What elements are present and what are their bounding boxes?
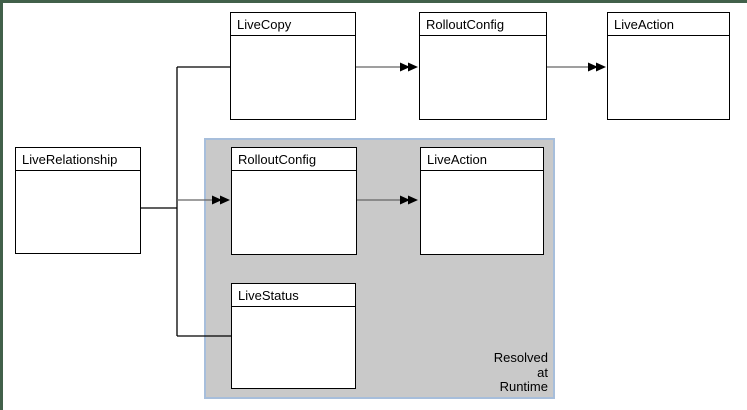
class-box-livestatus: LiveStatus [231,283,356,389]
window-border-top [0,0,747,3]
class-box-liveaction-runtime-body [421,171,543,254]
class-box-liverelationship: LiveRelationship [15,147,141,254]
arrow-livecopy-to-rolloutconfig [356,62,418,72]
class-box-livestatus-body [232,307,355,388]
class-box-rolloutconfig-runtime: RolloutConfig [231,147,357,255]
class-box-rolloutconfig-top-body [420,36,546,119]
class-box-livecopy-title: LiveCopy [231,13,355,36]
class-box-liveaction-runtime: LiveAction [420,147,544,255]
arrow-rolloutconfig-to-liveaction-top [547,62,606,72]
resolved-at-runtime-caption: Resolved at Runtime [493,350,548,394]
class-box-rolloutconfig-top-title: RolloutConfig [420,13,546,36]
class-box-livestatus-title: LiveStatus [232,284,355,307]
class-box-livecopy-body [231,36,355,119]
class-box-liveaction-runtime-title: LiveAction [421,148,543,171]
class-box-liveaction-top-title: LiveAction [608,13,729,36]
class-box-rolloutconfig-runtime-body [232,171,356,254]
class-box-liverelationship-title: LiveRelationship [16,148,140,171]
class-box-liveaction-top: LiveAction [607,12,730,120]
class-box-liveaction-top-body [608,36,729,119]
class-box-rolloutconfig-top: RolloutConfig [419,12,547,120]
class-box-rolloutconfig-runtime-title: RolloutConfig [232,148,356,171]
window-border-left [0,0,3,410]
class-box-liverelationship-body [16,171,140,253]
class-box-livecopy: LiveCopy [230,12,356,120]
